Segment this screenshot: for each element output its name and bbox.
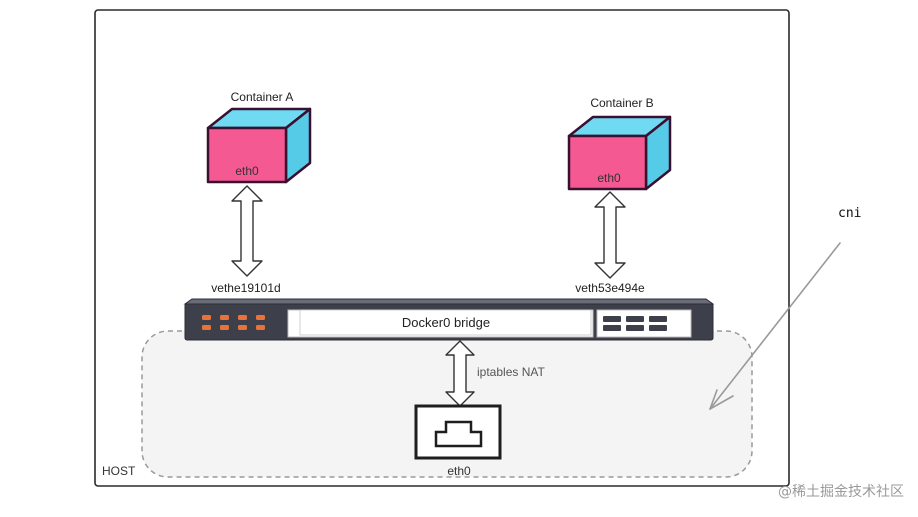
host-nic-icon (414, 404, 502, 460)
container-a-eth0: eth0 (235, 164, 259, 178)
iptables-nat-label: iptables NAT (477, 365, 545, 379)
arrow-container-a-veth (231, 185, 263, 277)
docker0-bridge-label: Docker0 bridge (402, 315, 490, 330)
host-label: HOST (102, 464, 136, 478)
container-b-cube (567, 115, 672, 191)
container-b-front (567, 134, 648, 191)
container-b-title: Container B (590, 96, 653, 110)
bridge-label-panel-inner (299, 309, 592, 336)
container-a-front (206, 126, 288, 184)
cni-annotation-arrow (709, 242, 841, 410)
container-b-eth0: eth0 (597, 171, 621, 185)
veth-a-label: vethe19101d (211, 281, 280, 295)
container-a-title: Container A (231, 90, 294, 104)
host-eth0-label: eth0 (447, 464, 471, 478)
switch-status-leds (202, 315, 265, 330)
docker0-switch (183, 298, 715, 341)
cni-annotation-label: cni (838, 206, 861, 221)
switch-top-bevel (183, 298, 715, 305)
arrow-container-b-veth (594, 191, 626, 279)
watermark-text: @稀土掘金技术社区 (778, 484, 904, 500)
veth-b-label: veth53e494e (575, 281, 645, 295)
container-a-cube (206, 107, 312, 184)
switch-ethernet-ports (596, 309, 692, 338)
